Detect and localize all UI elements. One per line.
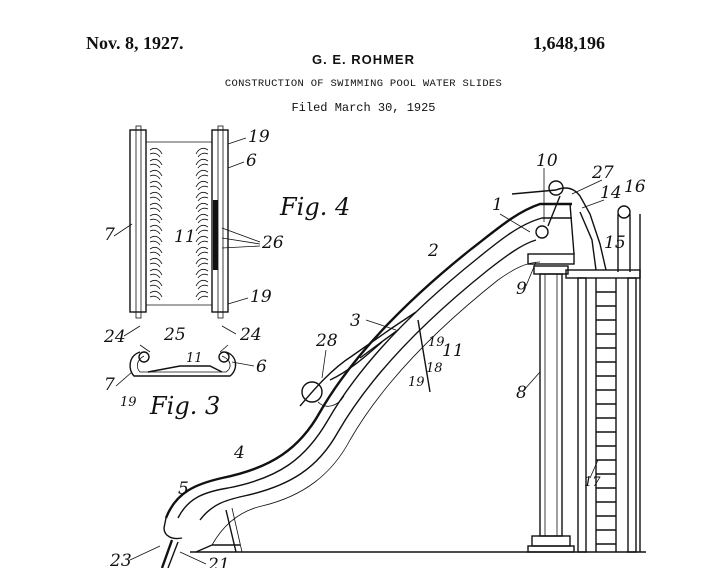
inventor-name: G. E. ROHMER [311,52,415,67]
chute-scallop [195,257,209,268]
fig4-ref-26: 26 [261,233,284,253]
chute-scallop [195,268,209,279]
fig4-ref-6: 6 [246,151,257,171]
ref-8: 8 [516,383,527,403]
fig4-ref-7: 7 [104,225,115,245]
chute-scallop [195,213,209,224]
chute-scallop [149,147,163,158]
chute-scallop [149,180,163,191]
chute-scallop [195,224,209,235]
chute-scallop [149,279,163,290]
ref-27: 27 [591,163,614,183]
chute-scallop [195,169,209,180]
fig3-label: Fig. 3 [149,392,220,420]
fig4-ref-24-left: 24 [103,327,126,347]
fig4-ref-11: 11 [174,227,196,247]
patent-date: Nov. 8, 1927. [86,33,184,53]
chute-scallop [195,180,209,191]
chute-scallop [195,279,209,290]
ref-4: 4 [233,443,245,463]
chute-scallop [149,213,163,224]
fig4-label: Fig. 4 [279,193,350,221]
patent-title: CONSTRUCTION OF SWIMMING POOL WATER SLID… [224,78,503,90]
ref-2: 2 [427,241,439,261]
fig3-ref-11: 11 [186,351,203,366]
ref-5: 5 [178,479,189,499]
ref-14: 14 [600,183,622,203]
fig3-drawing [129,344,237,377]
chute-scallop [195,290,209,301]
ref-17: 17 [584,475,601,490]
fig3-ref-19: 19 [120,395,137,410]
ref-11: 11 [442,341,464,361]
ref-19-lower: 19 [408,375,425,390]
chute-scallop [149,158,163,169]
ref-16: 16 [624,177,646,197]
ref-18: 18 [426,361,443,376]
fig4-ref-19-bottom: 19 [250,287,272,307]
fig4-ref-19-top: 19 [248,127,270,147]
chute-scallop [195,191,209,202]
chute-scallop [149,235,163,246]
ref-21: 21 [207,555,230,568]
fig4-ref-25: 25 [163,325,186,345]
fig4-drawing [129,125,229,319]
ref-10: 10 [536,151,558,171]
ref-15: 15 [604,233,626,253]
patent-number: 1,648,196 [533,33,605,53]
leader-lines [113,137,605,565]
fig4-ref-24-right: 24 [239,325,262,345]
fig3-ref-7: 7 [104,375,115,395]
chute-scallop [149,224,163,235]
chute-scallop [195,158,209,169]
ref-19-upper: 19 [428,335,445,350]
chute-scallop [149,202,163,213]
chute-scallop [195,246,209,257]
chute-scallop [149,290,163,301]
ref-9: 9 [516,279,527,299]
ref-1: 1 [492,195,503,215]
chute-scallop [195,202,209,213]
filing-date: Filed March 30, 1925 [291,101,436,115]
ref-23: 23 [109,551,132,568]
chute-scallop [149,268,163,279]
chute-scallop [149,246,163,257]
chute-scallop [149,257,163,268]
chute-scallop [195,147,209,158]
chute-scallop [149,169,163,180]
fig3-ref-6: 6 [256,357,267,377]
ref-28: 28 [315,331,338,351]
chute-scallop [149,191,163,202]
ref-3: 3 [350,311,361,331]
chute-scallop [195,235,209,246]
slide-drawing [160,180,646,568]
